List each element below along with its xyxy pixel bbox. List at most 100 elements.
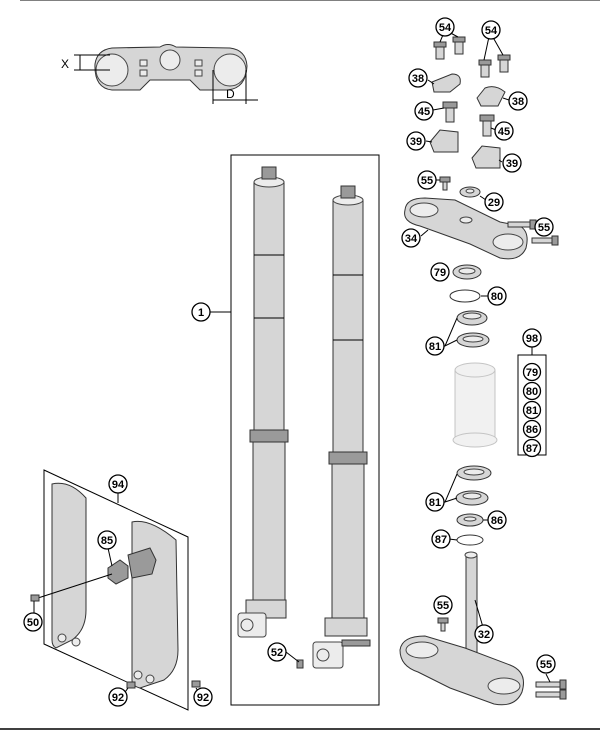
fork-protector-left xyxy=(51,482,87,649)
callout-c45b-circle xyxy=(494,121,514,141)
fork-legs-frame xyxy=(230,154,380,706)
callout-c86-label: 86 xyxy=(491,515,503,527)
bolt-45-left xyxy=(442,101,458,123)
callout-c54b: 54 xyxy=(481,20,501,40)
bolts-55-right xyxy=(507,219,559,246)
callout-c55b-circle xyxy=(534,217,554,237)
clamp-39-right xyxy=(471,145,501,169)
callout-c94-label: 94 xyxy=(112,479,125,491)
fork-protector-right xyxy=(131,520,179,689)
kit-98-item-79-circle xyxy=(522,362,542,382)
callout-c50-label: 50 xyxy=(27,617,39,629)
callout-c39b-circle xyxy=(502,153,522,173)
callout-c86-circle xyxy=(487,510,507,530)
bearing-81-upper xyxy=(456,310,488,326)
callout-c45b: 45 xyxy=(494,121,514,141)
callout-c32-label: 32 xyxy=(478,629,490,641)
callout-c39b-label: 39 xyxy=(506,158,518,170)
callout-c32-circle xyxy=(474,624,494,644)
screws-54-right xyxy=(478,54,511,78)
bearing-81-lower xyxy=(455,490,489,506)
callout-c81a-circle xyxy=(425,336,445,356)
callout-c38a-label: 38 xyxy=(412,73,424,85)
oring-87 xyxy=(456,534,484,546)
bolts-55-lower xyxy=(535,679,567,700)
callout-c55b-label: 55 xyxy=(538,222,550,234)
callout-c81b: 81 xyxy=(425,492,445,512)
bracket-85 xyxy=(107,547,157,585)
clamp-39-left xyxy=(429,129,459,153)
screw-55-top xyxy=(439,176,451,191)
callout-c80-label: 80 xyxy=(491,291,503,303)
callout-kit-98-label: 98 xyxy=(526,333,538,345)
callout-c81a-label: 81 xyxy=(429,341,441,353)
fork-leg-right xyxy=(312,185,371,669)
callout-c55a-label: 55 xyxy=(421,175,433,187)
fork-protector-panel xyxy=(43,469,189,711)
callout-c87-circle xyxy=(431,529,451,549)
callout-c32: 32 xyxy=(474,624,494,644)
callout-c39a-circle xyxy=(406,131,426,151)
kit-98-item-80: 80 xyxy=(522,381,542,401)
callout-c45a-label: 45 xyxy=(418,106,430,118)
callout-c86: 86 xyxy=(487,510,507,530)
callout-c54a-label: 54 xyxy=(439,22,452,34)
callout-c50-circle xyxy=(23,612,43,632)
oring-80 xyxy=(449,289,481,303)
callout-c38b-circle xyxy=(508,91,528,111)
callout-c55c-circle xyxy=(433,595,453,615)
callout-c38a: 38 xyxy=(408,68,428,88)
callout-c79-label: 79 xyxy=(434,267,446,279)
callout-c45b-label: 45 xyxy=(498,126,510,138)
kit-98-item-86-circle xyxy=(522,419,542,439)
callout-c45a: 45 xyxy=(414,101,434,121)
dimension-d-label: D xyxy=(226,87,235,101)
callout-c39b: 39 xyxy=(502,153,522,173)
callout-c34: 34 xyxy=(401,228,421,248)
callout-c79: 79 xyxy=(430,262,450,282)
callout-kit-98: 98 xyxy=(522,328,542,348)
callout-c92b: 92 xyxy=(193,687,213,707)
callout-c92a-circle xyxy=(108,687,128,707)
callout-c85: 85 xyxy=(97,530,117,550)
callout-c45a-circle xyxy=(414,101,434,121)
bolt-45-right xyxy=(479,114,495,137)
callout-c92b-circle xyxy=(193,687,213,707)
kit-98-item-87-circle xyxy=(522,438,542,458)
callout-c80-circle xyxy=(487,286,507,306)
callout-c50: 50 xyxy=(23,612,43,632)
screws-54-left xyxy=(433,36,466,60)
triple-clamp-dimension-sketch xyxy=(74,44,258,104)
kit-98-item-79: 79 xyxy=(522,362,542,382)
callout-c1-label: 1 xyxy=(198,307,204,319)
callout-c52-label: 52 xyxy=(271,647,283,659)
kit-98-item-79-label: 79 xyxy=(526,367,538,379)
callout-c1-circle xyxy=(191,302,211,322)
kit-98-item-80-circle xyxy=(522,381,542,401)
callout-c55d-circle xyxy=(536,654,556,674)
callout-c39a-label: 39 xyxy=(410,136,422,148)
callout-c34-circle xyxy=(401,228,421,248)
callout-c85-circle xyxy=(97,530,117,550)
bearing-race-81-upper xyxy=(456,332,490,348)
callout-c39a: 39 xyxy=(406,131,426,151)
callout-c79-circle xyxy=(430,262,450,282)
kit-98-item-86-label: 86 xyxy=(526,424,538,436)
callout-c55b: 55 xyxy=(534,217,554,237)
lower-triple-clamp-32 xyxy=(399,551,524,706)
callout-c29: 29 xyxy=(484,192,504,212)
callout-c81b-circle xyxy=(425,492,445,512)
callout-c87: 87 xyxy=(431,529,451,549)
callout-c55a: 55 xyxy=(417,170,437,190)
callout-c92b-label: 92 xyxy=(197,692,209,704)
dimension-x-label: X xyxy=(61,57,69,71)
clamp-38-right xyxy=(476,86,506,107)
callout-c55a-circle xyxy=(417,170,437,190)
callout-c54a-circle xyxy=(435,17,455,37)
screws-92 xyxy=(126,680,201,689)
kit-98-item-87-label: 87 xyxy=(526,443,538,455)
callout-c52: 52 xyxy=(267,642,287,662)
upper-triple-clamp-34 xyxy=(404,197,528,260)
